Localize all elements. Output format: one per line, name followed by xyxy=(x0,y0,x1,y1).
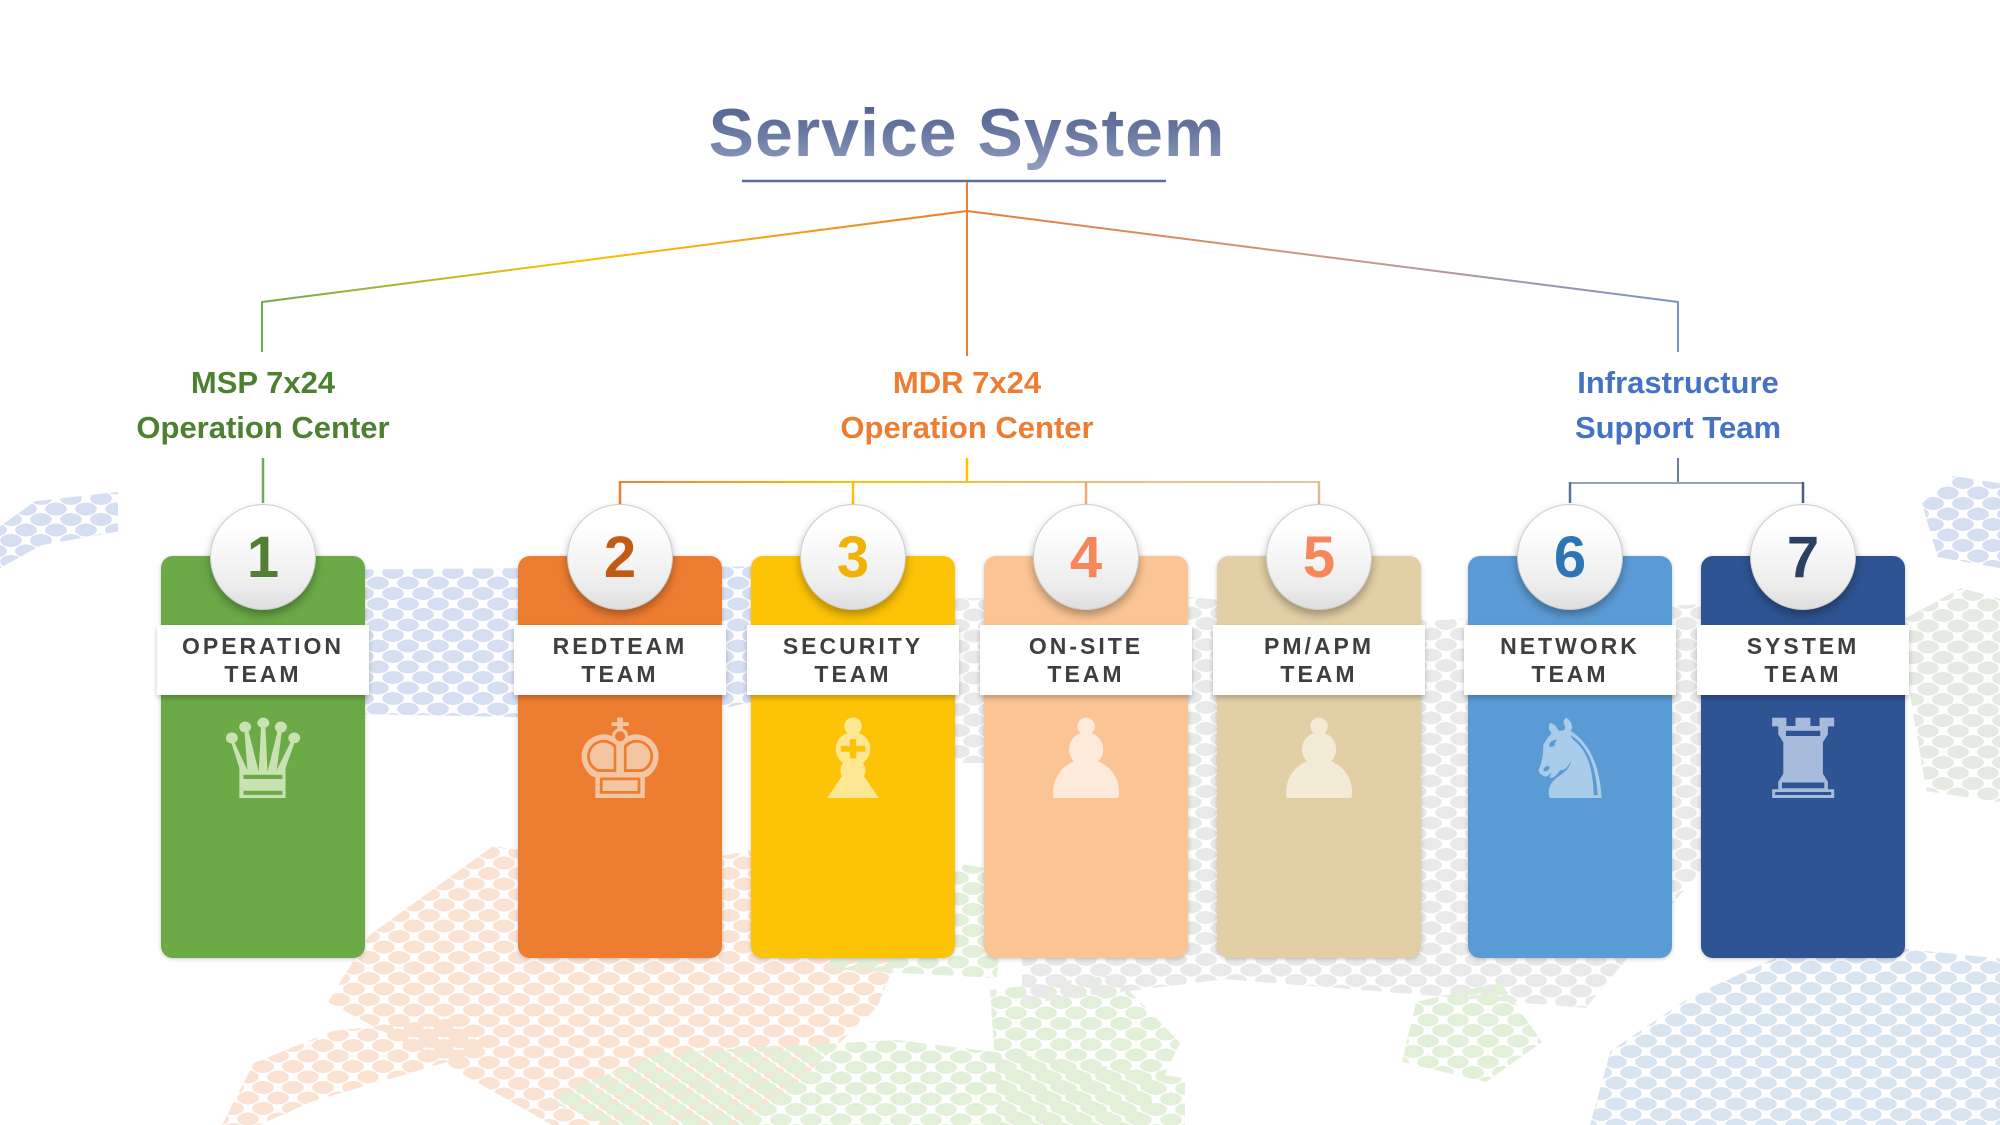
team-name: TEAM xyxy=(224,661,302,687)
team-card-body xyxy=(751,556,955,958)
branch-label-line: Infrastructure xyxy=(1577,365,1779,400)
team-name: OPERATION xyxy=(181,633,345,659)
team-name-band: NETWORK TEAM xyxy=(1464,625,1676,695)
team-number: 4 xyxy=(1069,525,1103,590)
chess-pawn-icon: ♟ xyxy=(1269,696,1369,824)
team-name: TEAM xyxy=(1764,661,1842,687)
team-card-7: SYSTEM TEAM ♜ 7 xyxy=(1697,504,1909,958)
team-number-badge: 5 xyxy=(1266,504,1372,610)
team-card-body xyxy=(1701,556,1905,958)
team-number: 7 xyxy=(1786,525,1820,590)
page-title: Service System xyxy=(467,94,1467,172)
team-number-badge: 3 xyxy=(800,504,906,610)
team-card-body xyxy=(1468,556,1672,958)
chess-rook-icon: ♜ xyxy=(1753,696,1853,824)
team-card-body xyxy=(161,556,365,958)
branch-label-infra: Infrastructure Support Team xyxy=(1458,360,1898,450)
branch-label-line: Operation Center xyxy=(136,410,390,445)
team-card-body xyxy=(518,556,722,958)
branch-label-mdr: MDR 7x24 Operation Center xyxy=(747,360,1187,450)
branch-label-msp: MSP 7x24 Operation Center xyxy=(43,360,483,450)
team-name: TEAM xyxy=(1280,661,1358,687)
team-card-1: OPERATION TEAM ♛ 1 xyxy=(157,504,369,958)
team-name-band: ON-SITE TEAM xyxy=(980,625,1192,695)
team-card-5: PM/APM TEAM ♟ 5 xyxy=(1213,504,1425,958)
branch-label-line: Operation Center xyxy=(840,410,1094,445)
team-number: 1 xyxy=(246,525,280,590)
team-name: PM/APM xyxy=(1264,633,1374,659)
team-card-body xyxy=(1217,556,1421,958)
team-name: REDTEAM xyxy=(552,633,688,659)
team-number-badge: 2 xyxy=(567,504,673,610)
chess-pawn-icon: ♟ xyxy=(1036,696,1136,824)
team-number: 3 xyxy=(836,525,870,590)
team-name-band: OPERATION TEAM xyxy=(157,625,369,695)
team-card-3: SECURITY TEAM ♝ 3 xyxy=(747,504,959,958)
chess-queen-icon: ♛ xyxy=(213,696,313,824)
team-name: SECURITY xyxy=(782,633,924,659)
team-name: TEAM xyxy=(814,661,892,687)
team-name: TEAM xyxy=(581,661,659,687)
team-name-band: PM/APM TEAM xyxy=(1213,625,1425,695)
branch-label-line: MDR 7x24 xyxy=(892,365,1042,400)
team-card-body xyxy=(984,556,1188,958)
team-name: SYSTEM xyxy=(1746,633,1860,659)
chess-king-icon: ♚ xyxy=(570,696,670,824)
chess-knight-icon: ♞ xyxy=(1520,696,1620,824)
team-number-badge: 4 xyxy=(1033,504,1139,610)
team-name: ON-SITE xyxy=(1028,633,1144,659)
team-name-band: REDTEAM TEAM xyxy=(514,625,726,695)
team-number-badge: 1 xyxy=(210,504,316,610)
team-number: 5 xyxy=(1302,525,1336,590)
team-name: TEAM xyxy=(1531,661,1609,687)
team-name: TEAM xyxy=(1047,661,1125,687)
team-card-4: ON-SITE TEAM ♟ 4 xyxy=(980,504,1192,958)
team-number-badge: 7 xyxy=(1750,504,1856,610)
team-number-badge: 6 xyxy=(1517,504,1623,610)
chess-bishop-icon: ♝ xyxy=(803,696,903,824)
team-card-6: NETWORK TEAM ♞ 6 xyxy=(1464,504,1676,958)
team-name-band: SECURITY TEAM xyxy=(747,625,959,695)
team-number: 2 xyxy=(603,525,637,590)
branch-label-line: MSP 7x24 xyxy=(190,365,336,400)
team-name: NETWORK xyxy=(1500,633,1640,659)
branch-label-line: Support Team xyxy=(1574,410,1782,445)
team-card-2: REDTEAM TEAM ♚ 2 xyxy=(514,504,726,958)
team-number: 6 xyxy=(1553,525,1587,590)
team-name-band: SYSTEM TEAM xyxy=(1697,625,1909,695)
